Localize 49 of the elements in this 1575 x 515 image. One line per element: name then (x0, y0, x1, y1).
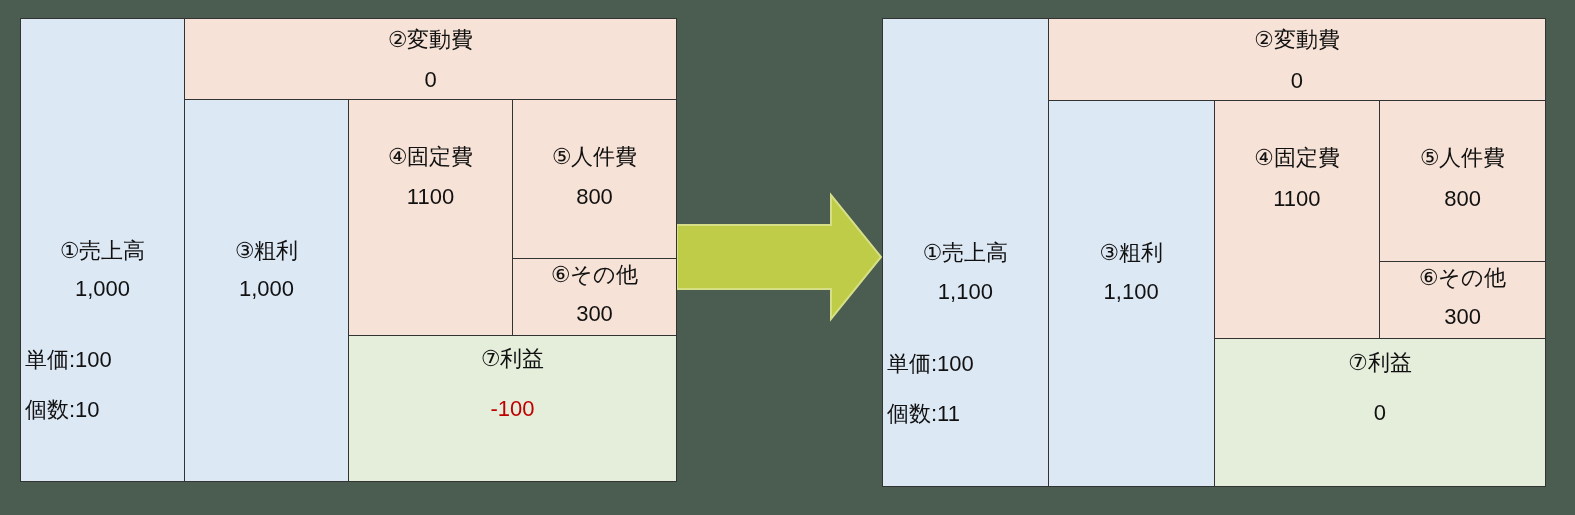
category-block (20, 18, 185, 482)
amount-value: 0 (424, 67, 437, 93)
category-block (184, 18, 677, 100)
category-block (1379, 260, 1546, 340)
amount-value: 300 (1444, 304, 1481, 331)
item-heading: ③粗利 (1099, 240, 1163, 267)
note-text: 個数:11 (887, 401, 960, 428)
item-heading: ②変動費 (387, 27, 474, 53)
amount-value: 0 (1290, 67, 1303, 94)
amount-value: 300 (576, 301, 613, 327)
item-heading: ⑤人件費 (1419, 145, 1506, 172)
amount-value: 800 (576, 184, 613, 210)
category-block (348, 335, 677, 482)
item-heading: ①売上高 (922, 240, 1009, 267)
category-block (1047, 99, 1215, 487)
note-text: 単価:100 (25, 347, 112, 373)
category-block (348, 99, 513, 336)
amount-value: 800 (1444, 185, 1481, 212)
category-block (1213, 338, 1546, 487)
item-heading: ④固定費 (387, 144, 474, 170)
item-heading: ⑥その他 (1418, 264, 1507, 291)
note-text: 単価:100 (887, 350, 974, 377)
note-text: 個数:10 (25, 397, 100, 423)
category-block (512, 99, 677, 259)
category-block (1379, 99, 1546, 262)
category-block (512, 258, 677, 336)
amount-value: 0 (1373, 400, 1386, 427)
item-heading: ⑥その他 (550, 262, 639, 288)
amount-value: 1,100 (1103, 278, 1159, 305)
breakdown-panel (882, 18, 1545, 486)
amount-value: -100 (490, 396, 535, 422)
breakdown-panel (20, 18, 676, 481)
amount-value: 1100 (406, 184, 455, 210)
category-block (882, 18, 1049, 487)
item-heading: ⑦利益 (480, 346, 545, 372)
amount-value: 1,100 (937, 278, 993, 305)
item-heading: ④固定費 (1254, 145, 1340, 172)
amount-value: 1100 (1273, 185, 1321, 212)
amount-value: 1,000 (74, 276, 131, 302)
category-block (1213, 99, 1381, 340)
category-block (1047, 18, 1546, 101)
amount-value: 1,000 (238, 276, 295, 302)
arrow (676, 192, 883, 322)
category-block (184, 99, 349, 482)
item-heading: ⑦利益 (1347, 349, 1412, 376)
item-heading: ②変動費 (1254, 27, 1340, 54)
item-heading: ③粗利 (234, 238, 299, 264)
item-heading: ①売上高 (59, 238, 146, 264)
item-heading: ⑤人件費 (551, 144, 638, 170)
